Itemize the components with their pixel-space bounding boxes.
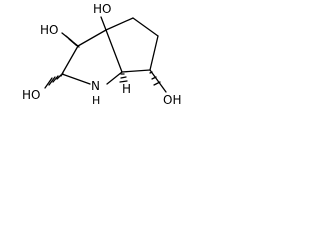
bond-c5-c6 [149,35,159,71]
bond-c3a-c3 [77,29,107,47]
label-oh-right: OH [163,93,181,107]
label-ho-top-left: HO [40,23,58,37]
bond-c3-c2 [61,45,79,75]
label-hydrogen-bridgehead: H [122,82,131,96]
label-ho-left: HO [22,88,40,102]
bond-c3a-c4 [105,17,134,31]
bond-n-c6a [106,71,123,85]
bond-c2-n [61,73,91,85]
bond-c6-oh [149,69,167,93]
hashed-bond-c3-oh [61,32,80,48]
label-nitrogen-hydrogen: H [92,94,100,107]
hashed-bond-c6a-h [119,73,128,83]
bond-c6a-c3a [105,29,123,73]
bond-c4-c5 [132,17,159,37]
label-ho-bridgehead: HO [93,2,111,16]
bond-c6-c6a [121,69,151,73]
hashed-bond-c6-oh [149,71,161,86]
molecule-structure: HO HO HO N H H OH [22,2,181,107]
hashed-bond-c2-oh [44,72,64,89]
label-nitrogen: N [91,79,100,93]
bond-c3a-oh [100,16,107,31]
